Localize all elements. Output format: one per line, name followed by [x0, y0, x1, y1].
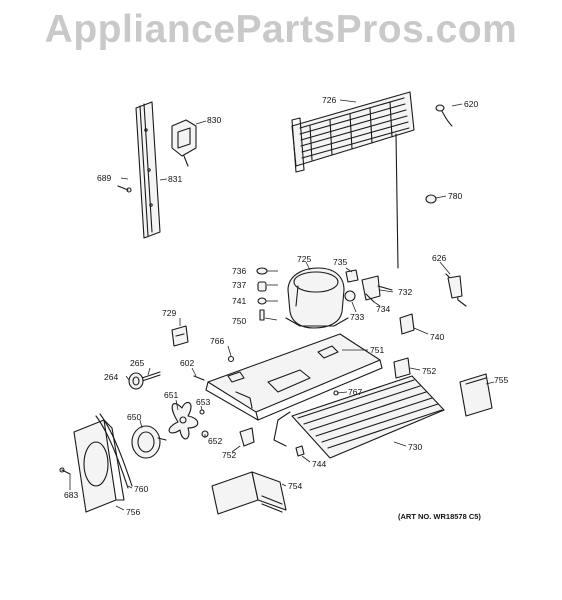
callout-732[interactable]: 732 — [398, 287, 412, 297]
screw-602[interactable] — [193, 375, 205, 381]
cover-734[interactable] — [365, 293, 375, 303]
callout-831[interactable]: 831 — [168, 174, 182, 184]
duct-754[interactable] — [211, 471, 287, 515]
callout-752-b[interactable]: 752 — [222, 450, 236, 460]
leader-lines — [69, 99, 495, 511]
callout-729[interactable]: 729 — [162, 308, 176, 318]
compressor-725[interactable] — [285, 267, 349, 329]
coil-730[interactable] — [273, 375, 445, 459]
callout-760[interactable]: 760 — [134, 484, 148, 494]
relay-729[interactable] — [171, 325, 189, 347]
bracket-830[interactable] — [171, 119, 197, 167]
clip-752a[interactable] — [393, 357, 411, 379]
bracket-755[interactable] — [459, 373, 493, 417]
callout-726[interactable]: 726 — [322, 95, 336, 105]
callout-602[interactable]: 602 — [180, 358, 194, 368]
callout-754[interactable]: 754 — [288, 481, 302, 491]
grommet-780[interactable] — [425, 194, 437, 204]
art-number: (ART NO. WR18578 C5) — [398, 512, 481, 521]
callout-653[interactable]: 653 — [196, 397, 210, 407]
callout-652[interactable]: 652 — [208, 436, 222, 446]
callout-780[interactable]: 780 — [448, 191, 462, 201]
shaft-265[interactable] — [141, 371, 161, 382]
relay-735[interactable] — [345, 269, 359, 283]
base-plate-751[interactable] — [205, 333, 383, 421]
shroud-756[interactable] — [73, 419, 125, 513]
screw-766[interactable] — [227, 355, 235, 363]
callout-830[interactable]: 830 — [207, 115, 221, 125]
sleeve-737[interactable] — [257, 281, 267, 292]
bolt-750[interactable] — [259, 309, 265, 321]
callout-766[interactable]: 766 — [210, 336, 224, 346]
callout-733[interactable]: 733 — [350, 312, 364, 322]
clip-744[interactable] — [295, 445, 305, 457]
clip-752b[interactable] — [239, 427, 255, 447]
thermostat-264[interactable] — [128, 372, 144, 390]
watermark-logo: AppliancePartsPros.com — [44, 8, 518, 51]
callout-626[interactable]: 626 — [432, 253, 446, 263]
callout-734[interactable]: 734 — [376, 304, 390, 314]
callout-736[interactable]: 736 — [232, 266, 246, 276]
drain-tube-626[interactable] — [445, 273, 467, 307]
callout-755[interactable]: 755 — [494, 375, 508, 385]
screw-689[interactable] — [117, 185, 132, 193]
callout-683[interactable]: 683 — [64, 490, 78, 500]
callout-737[interactable]: 737 — [232, 280, 246, 290]
fan-blade-651[interactable] — [168, 401, 199, 440]
callout-620[interactable]: 620 — [464, 99, 478, 109]
channel-831[interactable] — [135, 101, 161, 239]
callout-labels: 726 620 830 831 689 780 626 725 735 736 … — [64, 95, 508, 521]
callout-741[interactable]: 741 — [232, 296, 246, 306]
bracket-740[interactable] — [399, 313, 415, 335]
washer-741[interactable] — [257, 297, 267, 305]
overload-732[interactable] — [361, 275, 393, 301]
fan-motor-650[interactable] — [131, 425, 167, 459]
condenser-726[interactable] — [291, 91, 415, 269]
callout-740[interactable]: 740 — [430, 332, 444, 342]
callout-735[interactable]: 735 — [333, 257, 347, 267]
screw-683[interactable] — [59, 467, 71, 475]
strip-760[interactable] — [95, 413, 133, 489]
callout-650[interactable]: 650 — [127, 412, 141, 422]
callout-651[interactable]: 651 — [164, 390, 178, 400]
clip-620[interactable] — [435, 104, 453, 127]
capacitor-733[interactable] — [344, 290, 356, 302]
callout-689[interactable]: 689 — [97, 173, 111, 183]
callout-751[interactable]: 751 — [370, 345, 384, 355]
callout-744[interactable]: 744 — [312, 459, 326, 469]
callout-767[interactable]: 767 — [348, 387, 362, 397]
callout-750[interactable]: 750 — [232, 316, 246, 326]
callout-725[interactable]: 725 — [297, 254, 311, 264]
callout-752-a[interactable]: 752 — [422, 366, 436, 376]
callout-265[interactable]: 265 — [130, 358, 144, 368]
grommet-736[interactable] — [256, 267, 268, 275]
callout-730[interactable]: 730 — [408, 442, 422, 452]
washer-653[interactable] — [199, 409, 205, 415]
callout-264[interactable]: 264 — [104, 372, 118, 382]
callout-756[interactable]: 756 — [126, 507, 140, 517]
